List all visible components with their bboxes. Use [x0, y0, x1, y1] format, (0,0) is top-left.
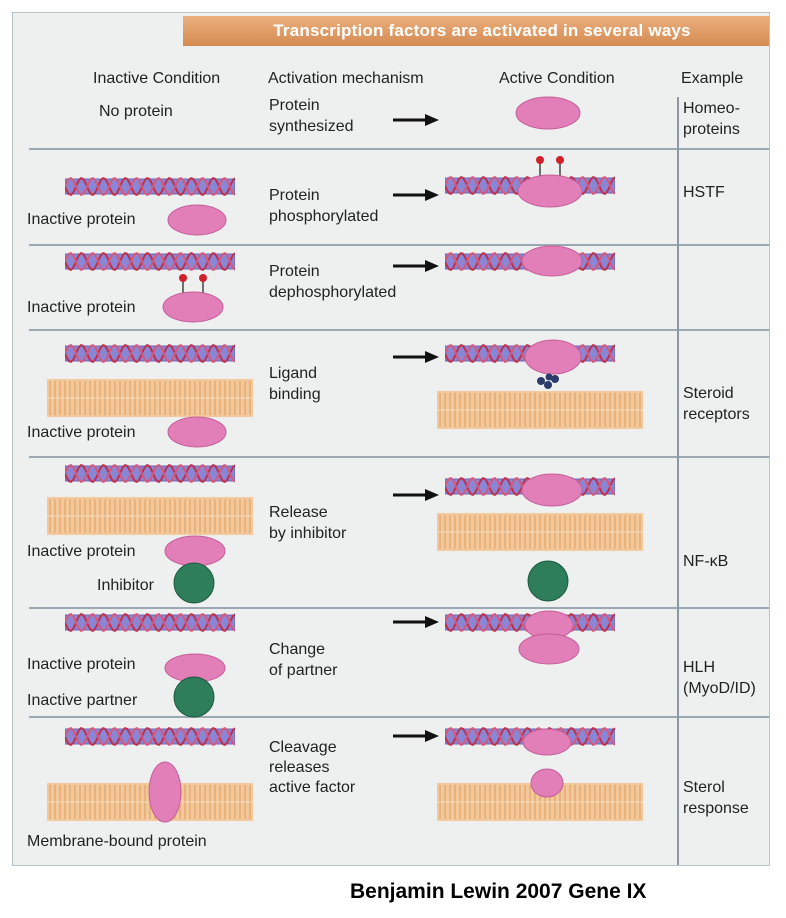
row2-mechanism-line2: phosphorylated — [269, 208, 379, 225]
inactive-protein — [167, 204, 227, 236]
arrow-icon — [393, 616, 439, 628]
row5-mechanism-line2: by inhibitor — [269, 525, 347, 542]
figure-title: Transcription factors are activated in s… — [183, 16, 769, 46]
row5-inhibitor-label: Inhibitor — [97, 577, 154, 594]
dna-helix — [65, 251, 235, 272]
row1-mechanism-line2: synthesized — [269, 118, 354, 135]
row7-mechanism-line3: active factor — [269, 779, 356, 796]
row4-mechanism-line1: Ligand — [269, 365, 318, 382]
row4-mechanism-line2: binding — [269, 386, 321, 403]
row1-inactive-label: No protein — [99, 103, 173, 120]
membrane-bound-protein — [148, 761, 182, 823]
arrow-icon — [393, 114, 439, 126]
arrow-icon — [393, 489, 439, 501]
active-protein-dimer — [518, 610, 580, 665]
row1-mechanism-line1: Protein — [269, 97, 320, 114]
row5-example: NF-κB — [683, 553, 729, 570]
column-divider — [677, 97, 679, 865]
membrane — [437, 391, 643, 429]
header-example: Example — [681, 70, 744, 87]
ligand-bound-protein — [524, 339, 582, 389]
row1-example-line1: Homeo- — [683, 100, 740, 117]
membrane — [47, 379, 253, 417]
header-inactive-condition: Inactive Condition — [93, 70, 221, 87]
active-protein — [521, 473, 583, 507]
inhibitor — [173, 562, 215, 604]
dna-helix — [65, 726, 235, 747]
arrow-icon — [393, 730, 439, 742]
row-divider — [29, 716, 769, 718]
row7-mechanism-line1: Cleavage — [269, 739, 337, 756]
row6-mechanism-line1: Change — [269, 641, 326, 658]
row6-mechanism-line2: of partner — [269, 662, 338, 679]
row2-example: HSTF — [683, 184, 725, 201]
row3-inactive-label: Inactive protein — [27, 299, 136, 316]
row5-mechanism-line1: Release — [269, 504, 328, 521]
row6-example-line1: HLH — [683, 659, 716, 676]
dna-helix — [65, 612, 235, 633]
row7-example-line2: response — [683, 800, 749, 817]
inactive-protein — [167, 416, 227, 448]
dna-helix — [65, 463, 235, 484]
row7-example-line1: Sterol — [683, 779, 725, 796]
row6-inactive-label: Inactive protein — [27, 656, 136, 673]
row6-inactive-partner-label: Inactive partner — [27, 692, 138, 709]
row4-example-line2: receptors — [683, 406, 750, 423]
dna-helix — [65, 343, 235, 364]
row3-mechanism-line2: dephosphorylated — [269, 284, 397, 301]
row2-inactive-label: Inactive protein — [27, 211, 136, 228]
membrane — [437, 513, 643, 551]
row5-inactive-label: Inactive protein — [27, 543, 136, 560]
membrane — [47, 497, 253, 535]
row3-mechanism-line1: Protein — [269, 263, 320, 280]
active-protein — [515, 96, 581, 130]
row6-example-line2: (MyoD/ID) — [683, 680, 756, 697]
row-divider — [29, 329, 769, 331]
inactive-partner — [173, 676, 215, 718]
cleaved-fragment — [530, 768, 564, 798]
row-divider — [29, 148, 769, 150]
header-activation-mechanism: Activation mechanism — [268, 70, 424, 87]
phosphorylated-active-protein — [517, 156, 583, 208]
membrane — [437, 783, 643, 821]
row4-example-line1: Steroid — [683, 385, 734, 402]
row1-example-line2: proteins — [683, 121, 740, 138]
cleaved-active-protein — [522, 728, 572, 756]
dna-helix — [65, 176, 235, 197]
row-divider — [29, 456, 769, 458]
row-divider — [29, 244, 769, 246]
inhibitor — [527, 560, 569, 602]
arrow-icon — [393, 351, 439, 363]
row2-mechanism-line1: Protein — [269, 187, 320, 204]
phosphorylated-inactive-protein — [162, 274, 224, 323]
arrow-icon — [393, 189, 439, 201]
figure-panel: Transcription factors are activated in s… — [12, 12, 770, 866]
row7-mechanism-line2: releases — [269, 759, 330, 776]
row7-inactive-label: Membrane-bound protein — [27, 833, 207, 850]
active-protein — [521, 245, 583, 277]
row-divider — [29, 607, 769, 609]
row4-inactive-label: Inactive protein — [27, 424, 136, 441]
header-active-condition: Active Condition — [499, 70, 615, 87]
arrow-icon — [393, 260, 439, 272]
credit: Benjamin Lewin 2007 Gene IX — [350, 880, 647, 903]
